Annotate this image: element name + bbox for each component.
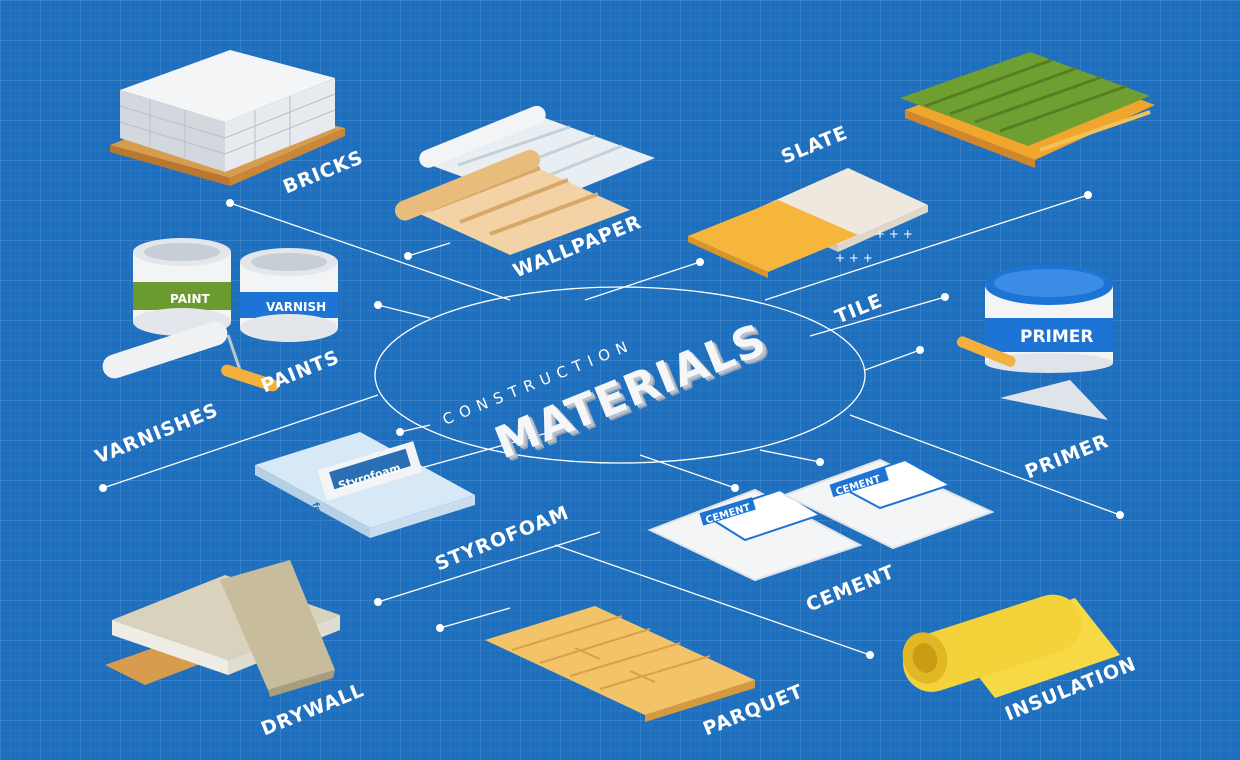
paint-can-text: PAINT [170, 292, 210, 306]
svg-text:+ + +: + + + [835, 251, 873, 265]
slate-illustration [900, 52, 1155, 168]
line-primer [849, 414, 1121, 516]
dot-styrofoam [396, 428, 404, 436]
dot-tile [696, 258, 704, 266]
insulation-illustration [902, 594, 1120, 698]
dot-drywall [374, 598, 382, 606]
dot-primer-top [941, 293, 949, 301]
parquet-illustration [485, 606, 755, 722]
dot-paints [374, 301, 382, 309]
dot-bricks [226, 199, 234, 207]
dot-primer [1116, 511, 1124, 519]
line-primer-trowel [864, 349, 921, 371]
primer-illustration: PRIMER [956, 265, 1113, 420]
line-slate [764, 194, 1089, 301]
drywall-illustration [105, 560, 340, 697]
dot-primer-trowel [916, 346, 924, 354]
dot-slate [1084, 191, 1092, 199]
center-ring [374, 286, 866, 464]
line-drywall [377, 531, 601, 603]
line-styrofoam [399, 424, 431, 433]
varnish-can-text: VARNISH [266, 300, 326, 314]
cement-illustration: CEMENT CEMENT [647, 458, 995, 582]
line-tile [584, 261, 701, 301]
line-insulation [554, 544, 871, 656]
wallpaper-illustration [394, 105, 655, 255]
primer-bucket-text: PRIMER [1020, 327, 1094, 347]
line-paints [377, 304, 431, 319]
dot-parquet [436, 624, 444, 632]
line-parquet [439, 607, 511, 629]
dot-cement-1 [731, 484, 739, 492]
tile-illustration: + + ++ + + [688, 168, 928, 278]
dot-varnishes [99, 484, 107, 492]
bricks-illustration [110, 50, 345, 186]
paints-illustration: PAINT VARNISH [102, 238, 338, 392]
svg-text:+ + +: + + + [875, 227, 913, 241]
line-varnishes [102, 394, 379, 489]
dot-cement-2 [816, 458, 824, 466]
line-primer-top [809, 296, 946, 337]
line-cement-1 [639, 454, 736, 489]
dot-insulation [866, 651, 874, 659]
line-cement-2 [759, 449, 821, 463]
styrofoam-illustration: Styrofoam foam [255, 432, 475, 538]
line-wallpaper [407, 242, 451, 257]
dot-wallpaper [404, 252, 412, 260]
line-bricks [229, 202, 511, 301]
